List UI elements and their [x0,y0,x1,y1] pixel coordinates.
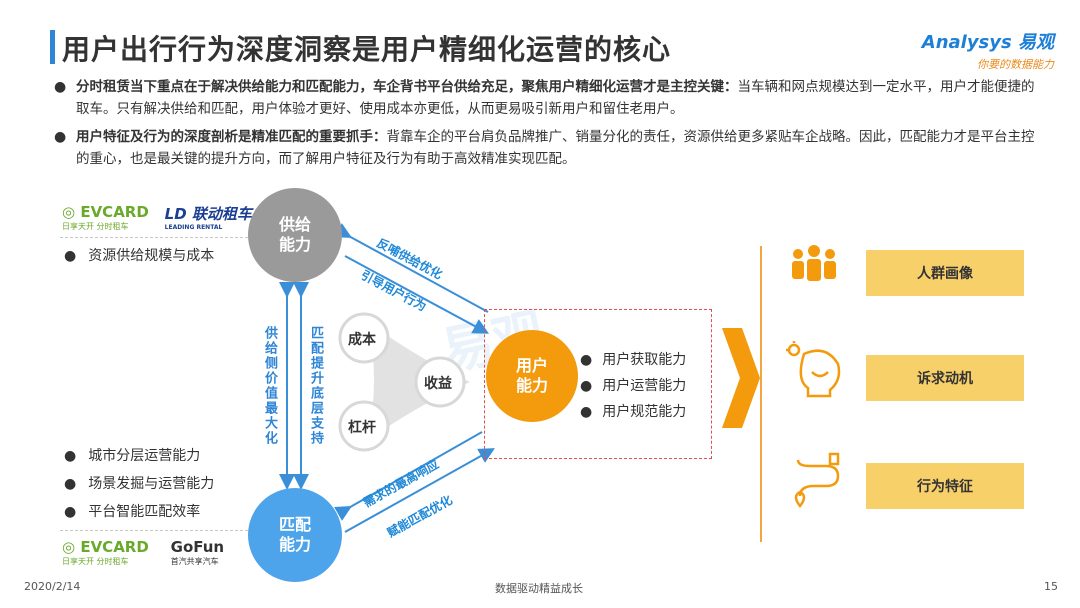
brand-logos-bottom: ◎ EVCARD 日享天开 分时租车 GoFun 首汽共享汽车 [62,538,224,567]
user-item-3: ●用户规范能力 [580,404,687,420]
user-item-3-text: 用户规范能力 [602,404,687,420]
divider-bottom [60,530,248,531]
right-box-motivation: 诉求动机 [866,355,1024,401]
arrow-top-lower [344,255,490,334]
gofun-sub: 首汽共享汽车 [170,557,219,566]
gofun-logo: GoFun 首汽共享汽车 [171,538,224,567]
bullet-1-text: 当车辆和网点规模达到一定水平，用户才能便捷的取车。只有解决供给和匹配，用户体验才… [76,79,1035,117]
supply-ability-circle: 供给能力 [248,188,342,282]
page-number: 15 [1044,580,1058,593]
footer-date: 2020/2/14 [24,580,81,593]
page-title: 用户出行行为深度洞察是用户精细化运营的核心 [62,33,672,66]
arrow-bottom-upper [334,431,483,521]
leading-rental-logo: LD 联动租车 LEADING RENTAL [165,203,252,231]
bullet-1: ● 分时租赁当下重点在于解决供给能力和匹配能力，车企背书平台供给充足，聚焦用户精… [52,76,1042,120]
match-label-1: 匹配 [278,515,311,534]
bullet-2-bold: 用户特征及行为的深度剖析是精准匹配的重要抓手： [76,129,387,145]
right-box-behavior: 行为特征 [866,463,1024,509]
chevron-arrow-icon [722,328,760,428]
triangle-label-revenue: 收益 [424,376,452,392]
evcard-text: EVCARD [80,203,149,221]
gofun-text: GoFun [170,538,225,556]
triangle-label-leverage: 杠杆 [348,420,376,436]
evcard-sub: 日享天开 分时租车 [62,222,129,231]
match-item-3: ●平台智能匹配效率 [64,504,201,520]
brand-logos-top: ◎ EVCARD 日享天开 分时租车 LD 联动租车 LEADING RENTA… [62,203,252,232]
logo-tagline: 你要的数据能力 [977,58,1054,71]
logo-brand: Analysys 易观 [921,32,1054,53]
user-label-2: 能力 [515,376,548,395]
bullet-2-text: 背靠车企的平台肩负品牌推广、销量分化的责任，资源供给更多紧贴车企战略。因此，匹配… [76,129,1035,167]
bullet-dot: ● [54,79,67,95]
match-label-2: 能力 [278,535,311,554]
title-accent-bar [50,30,55,64]
supply-label-1: 供给 [278,215,311,234]
bullet-1-bold: 分时租赁当下重点在于解决供给能力和匹配能力，车企背书平台供给充足，聚焦用户精细化… [76,79,738,95]
bullet-dot: ● [54,129,67,145]
user-ability-circle: 用户能力 [486,330,578,422]
brand-logo: Analysys 易观 你要的数据能力 [922,28,1054,72]
match-ability-circle: 匹配能力 [248,488,342,582]
user-item-1: ●用户获取能力 [580,352,687,368]
supply-item-text: 资源供给规模与成本 [88,248,215,264]
match-item-2: ●场景发掘与运营能力 [64,476,215,492]
match-item-2-text: 场景发掘与运营能力 [88,476,215,492]
match-item-3-text: 平台智能匹配效率 [88,504,201,520]
arrow-bottom-lower [344,448,495,533]
leading-text: LD 联动租车 [164,205,252,223]
leading-sub: LEADING RENTAL [164,224,223,231]
footer-center: 数据驱动精益成长 [495,582,583,595]
bullet-2: ● 用户特征及行为的深度剖析是精准匹配的重要抓手：背靠车企的平台肩负品牌推广、销… [52,126,1042,170]
evcard-sub-bottom: 日享天开 分时租车 [62,557,129,566]
route-behavior-icon [794,452,840,508]
vertical-label-right: 匹配提升底层支持 [308,326,323,446]
user-label-1: 用户 [515,356,548,375]
supply-item: ●资源供给规模与成本 [64,248,215,264]
evcard-logo: ◎ EVCARD 日享天开 分时租车 [62,203,149,231]
user-item-1-text: 用户获取能力 [602,352,687,368]
user-item-2-text: 用户运营能力 [602,378,687,394]
vertical-label-left: 供给侧价值最大化 [262,326,277,446]
triangle-spinner [338,312,470,452]
match-item-1-text: 城市分层运营能力 [88,448,201,464]
right-divider-line [760,246,762,542]
triangle-label-cost: 成本 [348,332,376,348]
evcard-text-bottom: EVCARD [80,538,149,556]
divider-top [60,237,248,238]
evcard-logo-bottom: ◎ EVCARD 日享天开 分时租车 [62,538,149,566]
people-group-icon [792,245,836,281]
motivation-head-icon [786,341,841,398]
user-item-2: ●用户运营能力 [580,378,687,394]
match-item-1: ●城市分层运营能力 [64,448,201,464]
right-box-persona: 人群画像 [866,250,1024,296]
supply-label-2: 能力 [278,235,311,254]
user-ability-box [484,309,712,459]
arrow-top-upper [334,223,489,313]
intro-bullets: ● 分时租赁当下重点在于解决供给能力和匹配能力，车企背书平台供给充足，聚焦用户精… [52,76,1042,176]
user-ability-list: ●用户获取能力 ●用户运营能力 ●用户规范能力 [580,347,686,425]
